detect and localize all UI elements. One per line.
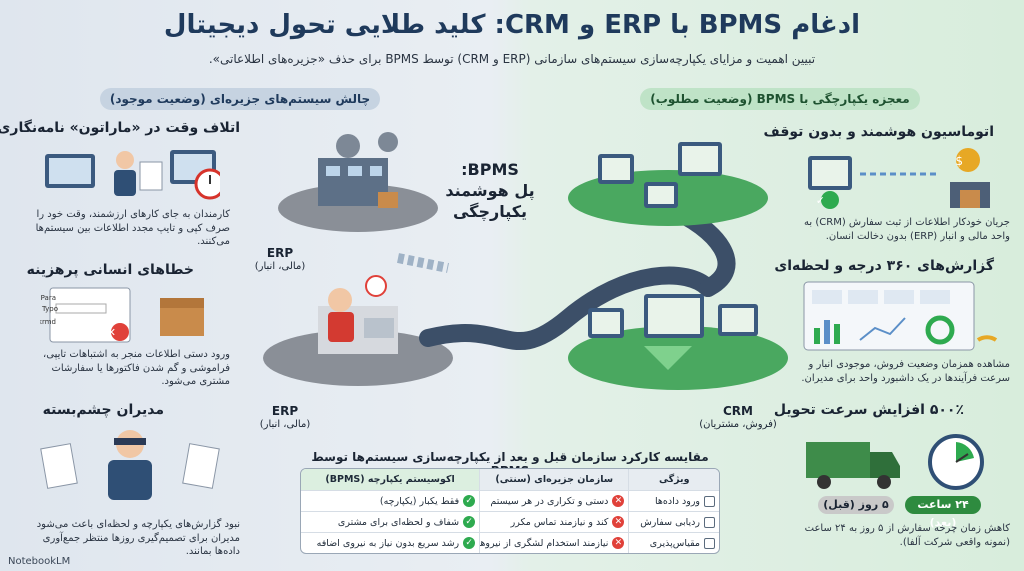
- erp-top-sub: (مالی، انبار): [254, 261, 306, 272]
- comparison-table: ویژگی سازمان جزیره‌ای (سنتی) اکوسیستم یک…: [300, 468, 720, 554]
- svg-text:$: $: [955, 154, 963, 168]
- chart-icon: [704, 537, 715, 549]
- right-text-3: کاهش زمان چرخه سفارش از ۵ روز به ۲۴ ساعت…: [804, 523, 1010, 548]
- table-cell: رشد سریع بدون نیاز به نیروی اضافه: [316, 537, 460, 549]
- table-cell: مقیاس‌پذیری: [649, 537, 700, 549]
- document-icon: [704, 495, 715, 507]
- erp-bottom-title: ERP: [271, 404, 299, 418]
- left-text-2: ورود دستی اطلاعات منجر به اشتباهات تایپی…: [43, 349, 230, 387]
- table-cell: ردیابی سفارش: [640, 516, 700, 528]
- cross-icon: ✕: [612, 495, 625, 507]
- blindfolded-manager-illustration: [40, 430, 220, 500]
- check-icon: ✓: [463, 495, 476, 507]
- left-text-1: کارمندان به جای کارهای ارزشمند، وقت خود …: [35, 209, 230, 247]
- bridge-label: BPMS: پل هوشمند یکپارچگی: [430, 160, 550, 222]
- svg-text:✕: ✕: [107, 326, 116, 339]
- cross-icon: ✕: [612, 516, 625, 528]
- left-heading-1: اتلاف وقت در «ماراتون» نامه‌نگاری دستی: [0, 120, 240, 136]
- erp-top-label: ERP (مالی، انبار): [240, 246, 320, 274]
- table-cell: دستی و تکراری در هر سیستم: [490, 495, 609, 507]
- right-heading-1: اتوماسیون هوشمند و بدون توقف: [763, 124, 994, 140]
- svg-text:Tygpo Typo: Tygpo Typo: [40, 305, 58, 313]
- automation-illustration: ✓ $: [808, 148, 990, 209]
- bridge-label-line-2: پل هوشمند یکپارچگی: [445, 180, 535, 221]
- typing-worker-illustration: [45, 150, 220, 200]
- page-subtitle: تبیین اهمیت و مزایای یکپارچه‌سازی سیستم‌…: [208, 52, 816, 66]
- table-cell: نیازمند استخدام لشگری از نیروها: [480, 537, 609, 549]
- table-header-traditional: سازمان جزیره‌ای (سنتی): [480, 469, 630, 490]
- before-badge: ۵ روز (قبل): [818, 496, 894, 514]
- check-icon: ✓: [463, 516, 476, 528]
- cross-icon: ✕: [612, 537, 625, 549]
- right-text-2: مشاهده همزمان وضعیت فروش، موجودی انبار و…: [801, 359, 1010, 384]
- bridge-label-line-1: BPMS:: [461, 160, 519, 179]
- crm-label: CRM (فروش، مشتریان): [688, 404, 788, 432]
- table-cell: فقط یکبار (یکپارچه): [379, 495, 460, 507]
- table-header-feature: ویژگی: [629, 469, 719, 490]
- table-cell: شفاف و لحظه‌ای برای مشتری: [337, 516, 460, 528]
- left-heading-3: مدیران چشم‌بسته: [42, 402, 164, 418]
- right-heading-3: ۵۰۰٪ افزایش سرعت تحویل: [773, 402, 964, 418]
- footer-brand: NotebookLM: [8, 556, 71, 567]
- left-text-3: نبود گزارش‌های یکپارچه و لحظه‌ای باعث می…: [36, 519, 240, 557]
- table-row: مقیاس‌پذیری ✕نیازمند استخدام لشگری از نی…: [301, 532, 719, 553]
- dashboard-illustration: [803, 281, 998, 351]
- erp-bottom-label: ERP (مالی، انبار): [245, 404, 325, 432]
- table-header-integrated: اکوسیستم یکپارچه (BPMS): [301, 469, 481, 490]
- erp-bottom-sub: (مالی، انبار): [259, 419, 311, 430]
- left-heading-2: خطاهای انسانی پرهزینه: [26, 262, 194, 278]
- right-heading-2: گزارش‌های ۳۶۰ درجه و لحظه‌ای: [774, 258, 994, 274]
- right-text-1: جریان خودکار اطلاعات از ثبت سفارش (CRM) …: [804, 217, 1010, 242]
- right-section-pill: معجزه یکپارچگی با BPMS (وضعیت مطلوب): [640, 88, 920, 110]
- table-cell: کند و نیازمند تماس مکرر: [510, 516, 609, 528]
- bridge-island-illustration: [263, 132, 788, 390]
- svg-text:Skrmd: Skrmd: [40, 318, 56, 326]
- check-icon: ✓: [463, 537, 476, 549]
- left-section-pill: چالش سیستم‌های جزیره‌ای (وضعیت موجود): [100, 88, 380, 110]
- after-badge: ۲۴ ساعت (بعد): [905, 496, 981, 529]
- crm-title: CRM: [723, 404, 753, 418]
- error-form-illustration: Para Tygpo Typo Skrmd ✕: [40, 287, 204, 343]
- table-cell: ورود داده‌ها: [655, 495, 700, 507]
- svg-text:Para: Para: [41, 294, 56, 302]
- delivery-speed-illustration: [806, 434, 984, 490]
- page-title: ادغام BPMS با ERP و CRM: کلید طلایی تحول…: [163, 10, 861, 40]
- svg-text:✓: ✓: [816, 194, 825, 207]
- crm-sub: (فروش، مشتریان): [699, 419, 777, 430]
- user-icon: [704, 516, 715, 528]
- erp-top-title: ERP: [266, 246, 294, 260]
- table-row: ورود داده‌ها ✕دستی و تکراری در هر سیستم …: [301, 490, 719, 511]
- table-row: ردیابی سفارش ✕کند و نیازمند تماس مکرر ✓ش…: [301, 511, 719, 532]
- table-header-row: ویژگی سازمان جزیره‌ای (سنتی) اکوسیستم یک…: [301, 469, 719, 490]
